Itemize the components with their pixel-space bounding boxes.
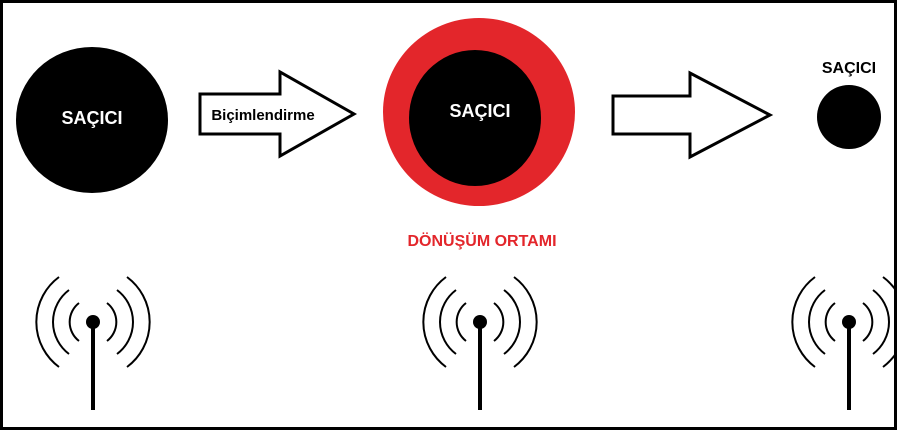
arrow-formatting-label: Biçimlendirme [211, 107, 314, 124]
antenna-icon [422, 276, 538, 410]
emitter-medium-circle [409, 50, 541, 186]
emitter-large-circle [16, 47, 168, 193]
emitter-large: SAÇICI [16, 47, 168, 193]
emitter-medium-label: SAÇICI [449, 101, 510, 121]
medium-label: DÖNÜŞÜM ORTAMI [407, 231, 556, 250]
emitter-large-label: SAÇICI [61, 108, 122, 128]
arrow-output-shape [611, 70, 774, 160]
arrow-formatting: Biçimlendirme [198, 69, 358, 159]
arrow-formatting-shape [198, 69, 358, 159]
emitter-small-label: SAÇICI [822, 60, 876, 77]
arrow-output [611, 70, 774, 160]
antenna-icon [791, 276, 897, 410]
emitter-in-medium: SAÇICI [383, 18, 575, 206]
antenna-icon [35, 276, 151, 410]
emitter-small: SAÇICI [817, 60, 881, 149]
emitter-small-circle [817, 85, 881, 149]
